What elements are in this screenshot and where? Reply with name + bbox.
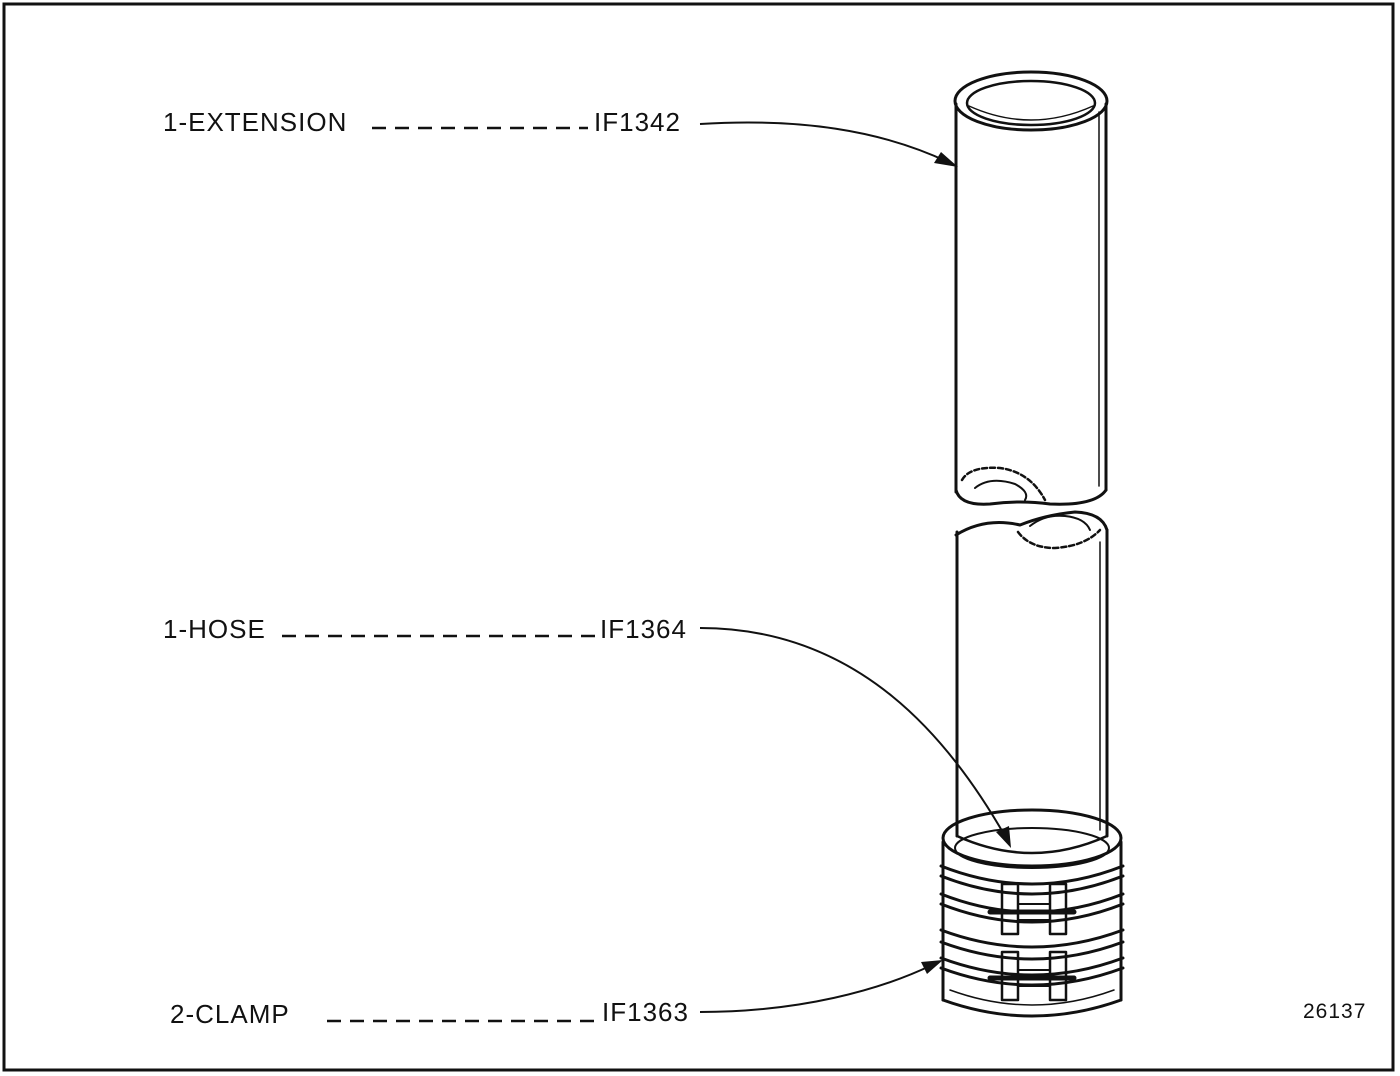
hose-clamps [939, 808, 1125, 1018]
part-number-clamp: IF1363 [602, 997, 689, 1027]
upper-clamp [939, 864, 1125, 936]
lower-clamp [939, 928, 1125, 1002]
arrowhead [996, 826, 1011, 848]
part-name-hose: 1-HOSE [163, 614, 266, 644]
arrowhead [921, 960, 943, 974]
leader-arrow-line [699, 627, 1006, 837]
callout-clamp: 2-CLAMP IF1363 [170, 960, 943, 1029]
part-number-extension: IF1342 [594, 107, 681, 137]
part-name-extension: 1-EXTENSION [163, 107, 347, 137]
extension-tube [953, 70, 1109, 506]
callout-extension: 1-EXTENSION IF1342 [163, 107, 958, 167]
hose [954, 510, 1109, 855]
part-number-hose: IF1364 [600, 614, 687, 644]
arrowhead [934, 152, 958, 167]
leader-arrow-line [699, 121, 949, 163]
leader-arrow-line [699, 964, 933, 1013]
figure-number: 26137 [1303, 1000, 1366, 1023]
callout-hose: 1-HOSE IF1364 [163, 614, 1011, 848]
part-name-clamp: 2-CLAMP [170, 999, 290, 1029]
